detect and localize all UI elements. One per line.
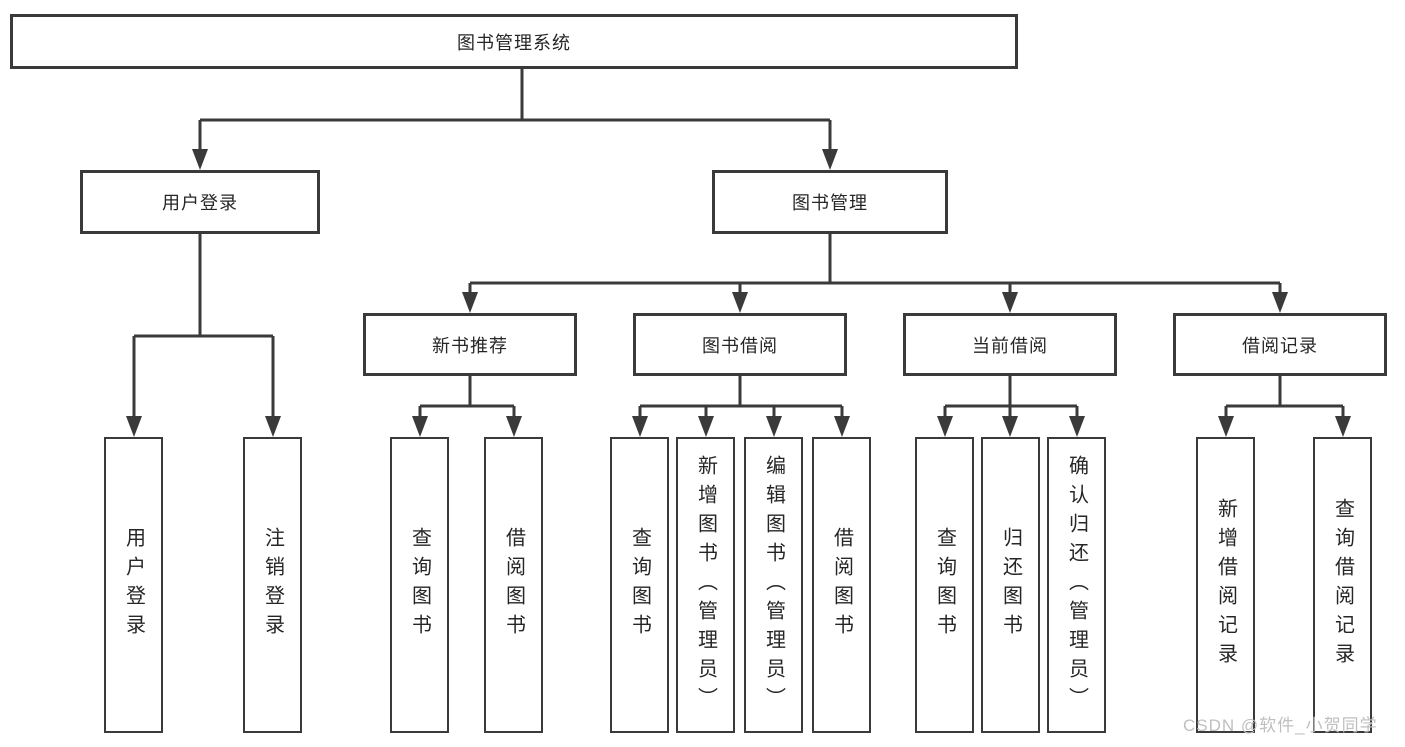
leaf-borrow-book-recommend: 借阅图书 <box>484 437 543 733</box>
leaf-add-book-admin: 新增图书（管理员） <box>676 437 735 733</box>
leaf-query-book-current: 查询图书 <box>915 437 974 733</box>
node-new-book-recommend: 新书推荐 <box>363 313 577 376</box>
leaf-query-book-recommend: 查询图书 <box>390 437 449 733</box>
leaf-query-book-borrow: 查询图书 <box>610 437 669 733</box>
node-system-root: 图书管理系统 <box>10 14 1018 69</box>
leaf-edit-book-admin: 编辑图书（管理员） <box>744 437 803 733</box>
node-borrow-records: 借阅记录 <box>1173 313 1387 376</box>
leaf-borrow-book: 借阅图书 <box>812 437 871 733</box>
node-user-login: 用户登录 <box>80 170 320 234</box>
csdn-watermark: CSDN @软件_小贺同学 <box>1183 716 1378 735</box>
node-current-borrow: 当前借阅 <box>903 313 1117 376</box>
node-book-management: 图书管理 <box>712 170 948 234</box>
leaf-query-borrow-record: 查询借阅记录 <box>1313 437 1372 733</box>
leaf-confirm-return-admin: 确认归还（管理员） <box>1047 437 1106 733</box>
leaf-user-login: 用户登录 <box>104 437 163 733</box>
leaf-logout: 注销登录 <box>243 437 302 733</box>
leaf-return-book: 归还图书 <box>981 437 1040 733</box>
leaf-add-borrow-record: 新增借阅记录 <box>1196 437 1255 733</box>
node-book-borrow: 图书借阅 <box>633 313 847 376</box>
